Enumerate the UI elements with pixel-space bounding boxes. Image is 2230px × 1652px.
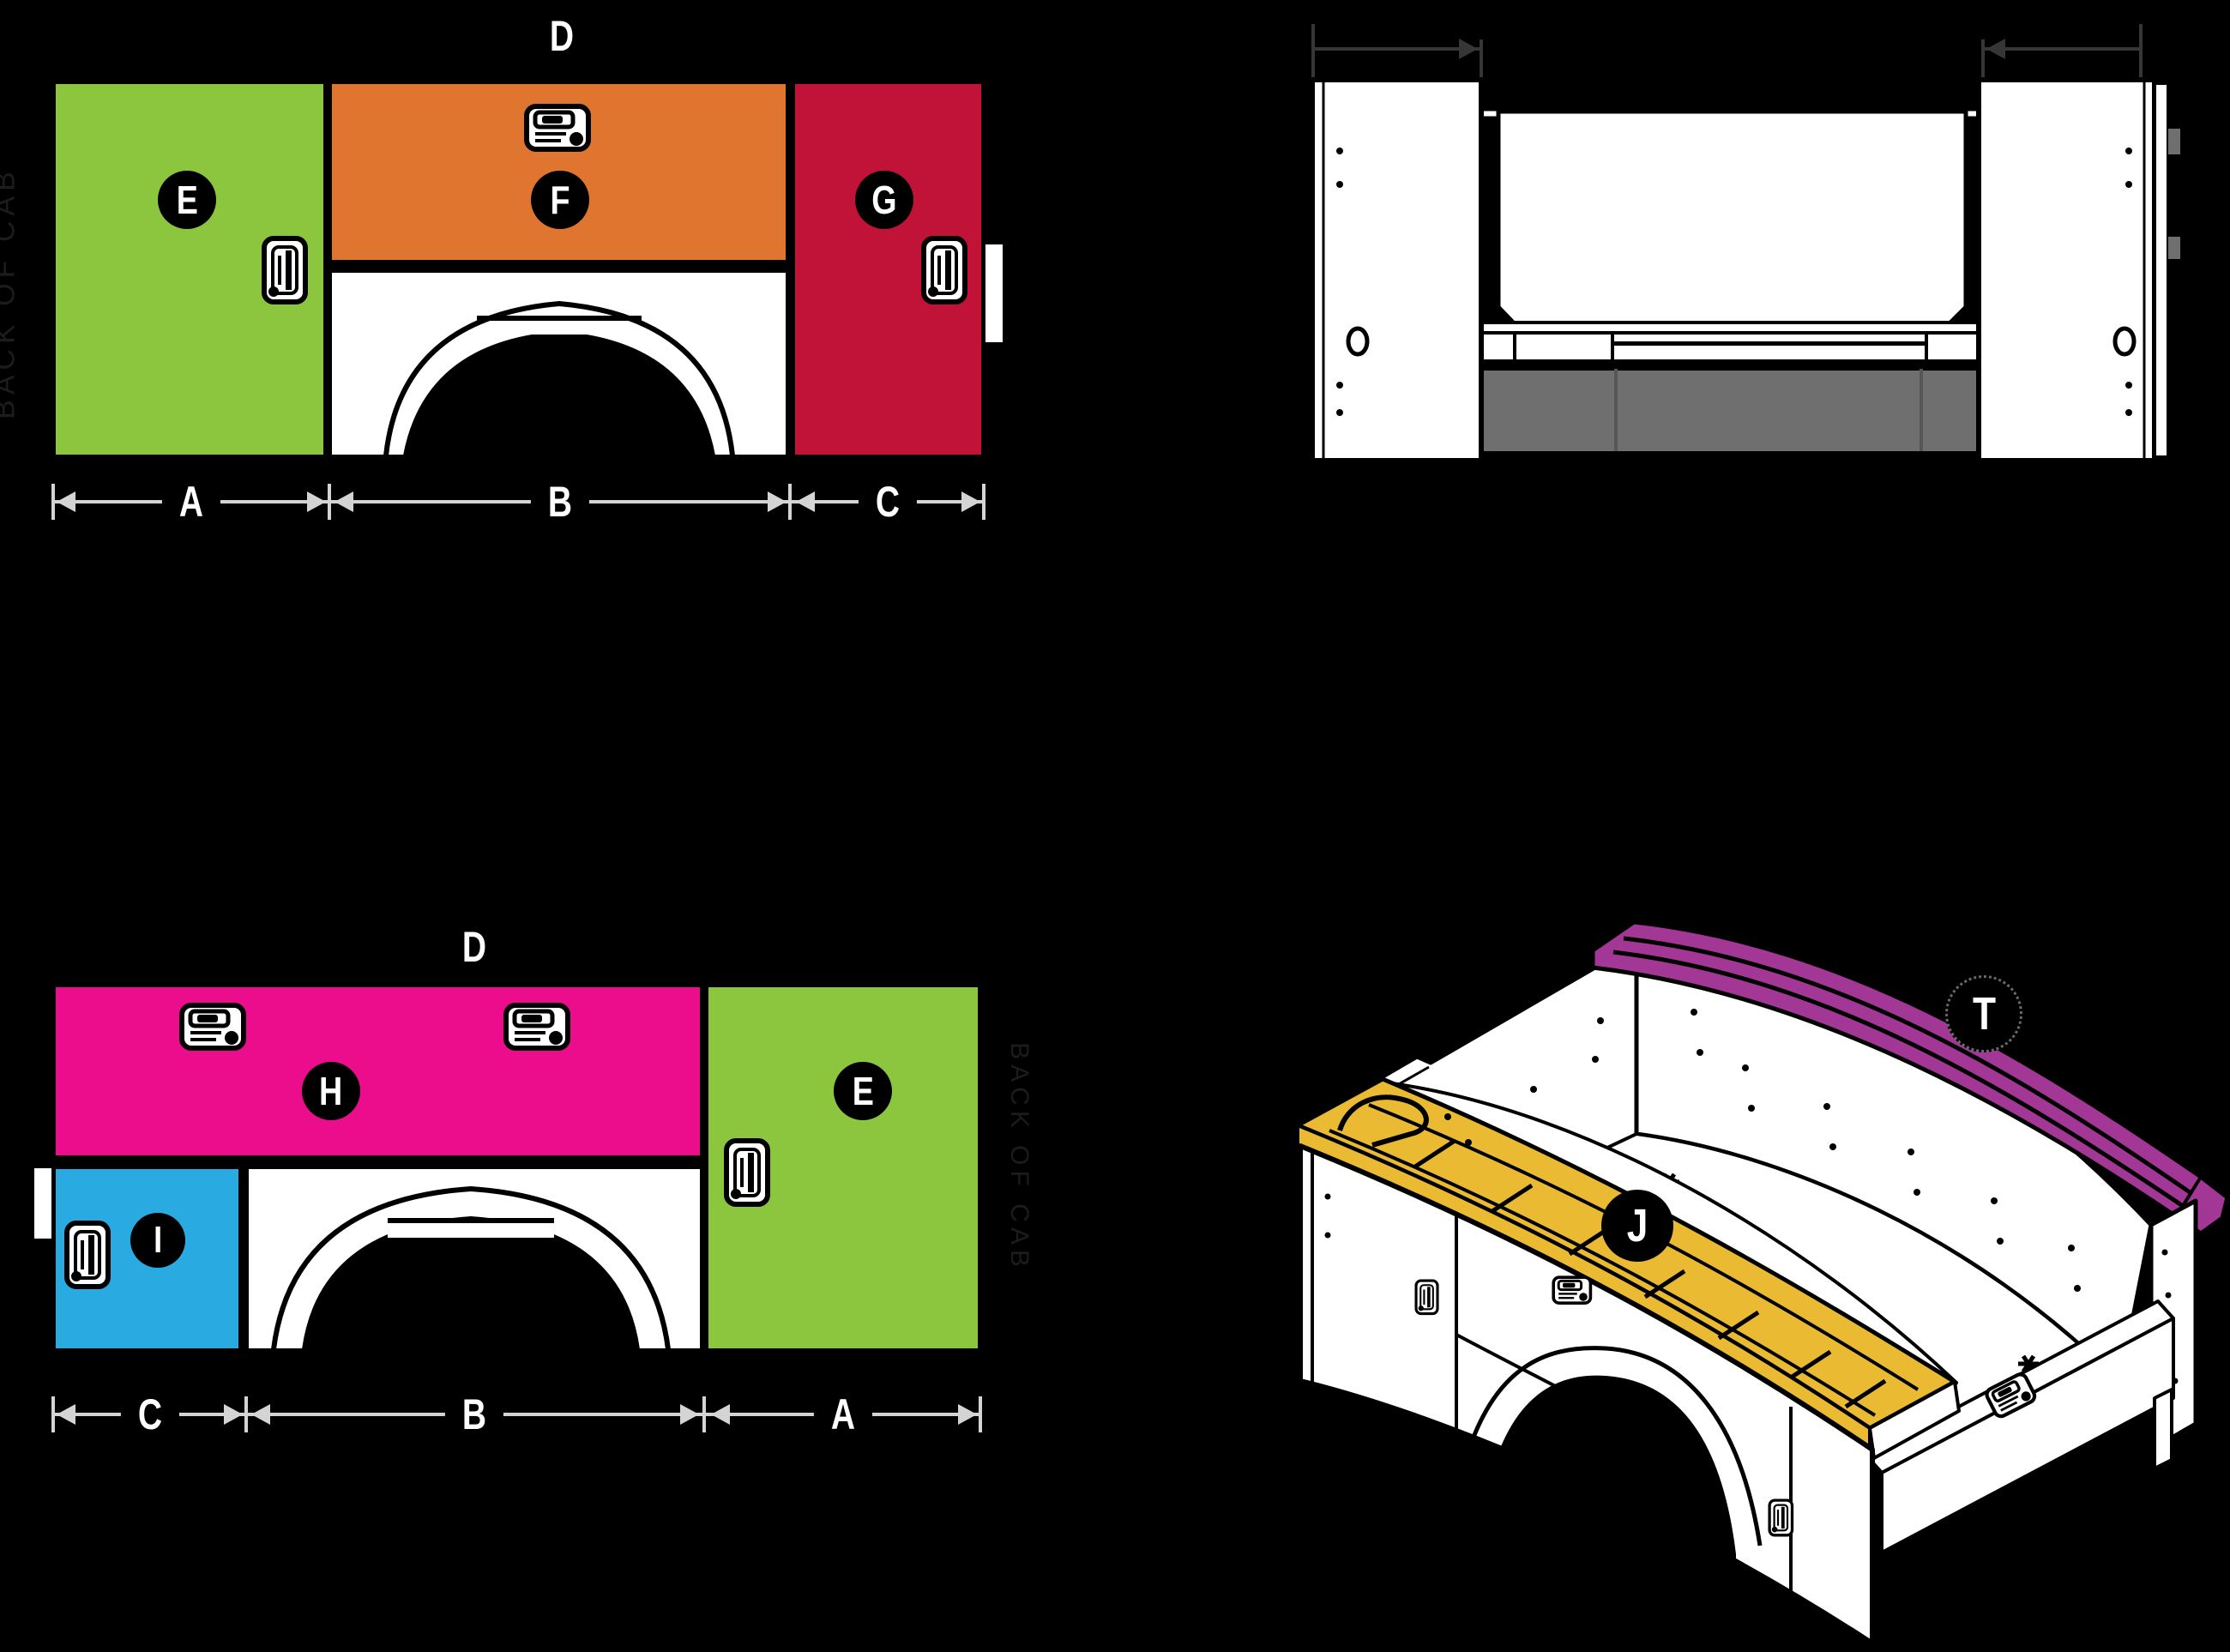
street-side-view [51,79,1006,520]
iso-wall-rivets [1691,1009,2081,1292]
latch-icon [726,1141,768,1204]
wheel-opening [302,1216,640,1349]
iso-near-face [1298,1143,1875,1652]
latch-icon [264,238,305,302]
curb-side-view [31,982,983,1432]
curb-dimensions [51,1396,982,1432]
iso-rear-sill [1865,1299,2175,1554]
badge-g: G [855,171,913,229]
fender-arc [271,1185,671,1350]
iso-wheel-opening [1480,1375,1736,1652]
tail-tab [982,241,1006,346]
latch-icon [1768,1498,1794,1537]
iso-fender-arc [1450,1346,1763,1546]
dim-label-a-curb: A [813,1390,873,1439]
badge-h: H [302,1062,360,1120]
badge-i: I [130,1213,185,1268]
latch-icon [527,106,588,149]
dim-label-c-street: C [858,477,918,527]
back-of-cab-watermark-street: BACK OF CAB [0,166,21,419]
fender-lip-line [388,1218,554,1223]
rear-bulkhead [1496,109,1968,332]
rear-view [1310,24,2180,465]
shelf-handle [1337,1094,1429,1148]
dim-label-b-curb: B [444,1390,504,1439]
top-rail-t [1590,919,2230,1236]
badge-e-curb: E [834,1062,892,1120]
dim-label-b-street: B [530,477,590,527]
fender-lip [477,321,642,335]
back-of-cab-watermark-curb: BACK OF CAB [1005,1042,1034,1272]
fender-arc [383,300,735,456]
rear-left-compartment [1310,77,1484,465]
street-dimensions [51,484,985,520]
latch-icon [67,1223,108,1287]
shelf-rungs [1413,1138,1887,1409]
rear-right-compartment [1976,77,2180,465]
rear-dimensions [1311,24,2143,79]
isometric-view [1295,919,2230,1652]
badge-j: J [1601,1190,1673,1262]
tailgate-panel [1480,367,2055,455]
latch-icon [182,1005,244,1048]
wheel-opening [403,331,715,455]
tail-tab [31,1165,55,1242]
compartment-h [51,982,705,1161]
latch-icon [1552,1275,1593,1305]
fender-lip [388,1223,554,1238]
dim-label-d-curb: D [444,922,504,972]
dim-label-d-street: D [532,11,592,61]
badge-e-street: E [158,171,216,229]
panel-divider [53,1158,702,1167]
badge-t: T [1945,975,2022,1052]
badge-f: F [531,171,589,229]
latch-icon [1414,1279,1439,1316]
fender-lip-line [477,316,642,321]
latch-icon [506,1005,568,1048]
dim-label-a-street: A [161,477,221,527]
latch-icon [924,238,965,302]
dim-label-c-curb: C [120,1390,180,1439]
